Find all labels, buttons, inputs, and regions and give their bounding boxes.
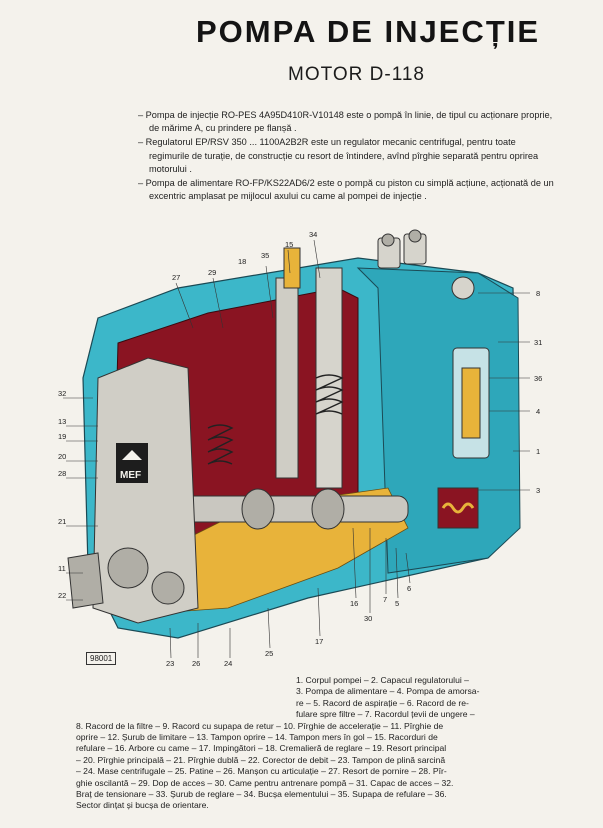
callout-27: 27 [172,273,180,282]
page-title: POMPA DE INJECȚIE [196,14,541,49]
callout-24: 24 [224,659,232,668]
flyweight [151,571,185,605]
pump-illustration: MEF 27 29 18 35 15 34 8 31 36 4 1 [58,229,542,668]
legend-line: 1. Corpul pompei – 2. Capacul regulatoru… [296,675,469,685]
callout-16: 16 [350,599,358,608]
pump-element [315,267,343,489]
callout-6: 6 [407,584,411,593]
camshaft [167,495,409,523]
callout-7: 7 [383,595,387,604]
callout-26: 26 [192,659,200,668]
intro-paragraph-2: – Regulatorul EP/RSV 350 ... 1100A2B2R e… [138,137,539,174]
filter-connector [451,276,475,300]
callout-32: 32 [58,389,66,398]
legend-line: fulare spre filtre – 7. Racordul țevii d… [296,709,475,720]
callout-28: 28 [58,469,66,478]
callout-20: 20 [58,452,66,461]
mef-logo-text: MEF [120,470,141,481]
pump-element [275,277,299,479]
callout-18: 18 [238,257,246,266]
callout-3: 3 [536,486,540,495]
legend: 1. Corpul pompei – 2. Capacul regulatoru… [76,675,544,812]
cam-lobe [241,488,275,530]
callout-8: 8 [536,289,540,298]
callout-36: 36 [534,374,542,383]
flyweight [107,547,149,589]
callout-31: 31 [534,338,542,347]
callout-5: 5 [395,599,399,608]
callout-21: 21 [58,517,66,526]
callout-23: 23 [166,659,174,668]
figure-code: 98001 [86,652,117,665]
callout-11: 11 [58,564,66,573]
callout-17: 17 [315,637,323,646]
lever-mount [67,552,104,609]
callout-13: 13 [58,417,66,426]
legend-line: re – 5. Racord de aspirație – 6. Racord … [296,697,469,708]
legend-line: ghie oscilantă – 29. Dop de acces – 30. … [76,777,454,788]
element-spring [315,374,344,415]
callout-25: 25 [265,649,273,658]
intro-text: – Pompa de injecție RO-PES 4A95D410R-V10… [138,109,558,204]
callout-19: 19 [58,432,66,441]
legend-line: – 24. Mase centrifugale – 25. Patine – 2… [76,766,447,777]
governor-spring [207,424,234,465]
legend-line: 3. Pompa de alimentare – 4. Pompa de amo… [296,686,480,697]
legend-line: – 20. Pîrghie principală – 21. Pîrghie d… [76,754,446,765]
intro-paragraph-1: – Pompa de injecție RO-PES 4A95D410R-V10… [138,110,553,134]
legend-line: Sector dințat și bucșa de orientare. [76,800,209,811]
legend-line: refulare – 16. Arbore cu came – 17. Impi… [76,743,447,754]
callout-30: 30 [364,614,372,623]
intro-paragraph-3: – Pompa de alimentare RO-FP/KS22AD6/2 es… [138,178,554,202]
callouts: 27 29 18 35 15 34 8 31 36 4 1 3 32 13 [58,230,542,668]
callout-29: 29 [208,268,216,277]
page-subtitle: MOTOR D-118 [288,64,425,85]
mef-logo: MEF [116,443,148,483]
delivery-valve-holder [283,247,301,289]
callout-15: 15 [285,240,293,249]
callout-4: 4 [536,407,540,416]
legend-line: Braț de tensionare – 33. Șurub de reglar… [76,789,447,800]
feed-pump-spring [441,502,475,514]
callout-22: 22 [58,591,66,600]
cam-lobe [311,488,345,530]
delivery-connectors [377,229,427,269]
callout-1: 1 [536,447,540,456]
callout-34: 34 [309,230,317,239]
legend-line: oprire – 12. Șurub de limitare – 13. Tam… [76,732,438,743]
priming-pump-piston [461,367,481,439]
callout-35: 35 [261,251,269,260]
legend-line: 8. Racord de la filtre – 9. Racord cu su… [76,720,444,731]
